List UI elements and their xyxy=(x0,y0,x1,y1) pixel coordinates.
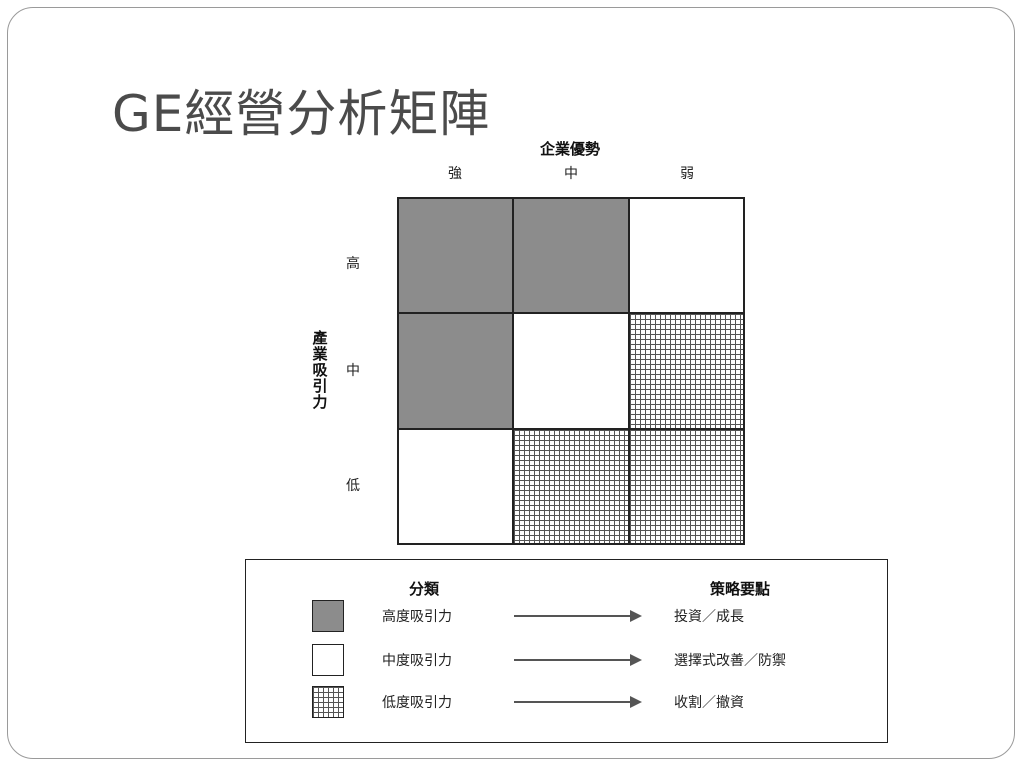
legend-swatch-high xyxy=(312,600,344,632)
y-label-medium: 中 xyxy=(346,363,360,379)
matrix-cell-high xyxy=(398,198,514,314)
matrix-cell-mid xyxy=(513,313,629,429)
y-label-high: 高 xyxy=(346,256,360,272)
arrow-right-icon xyxy=(514,610,642,622)
matrix-cell-low xyxy=(628,428,744,544)
y-label-low: 低 xyxy=(346,478,360,494)
y-title-char: 引 xyxy=(312,377,328,395)
y-axis-title: 產 業 吸 引 力 xyxy=(310,330,330,410)
x-label-weak: 弱 xyxy=(680,166,694,182)
legend-strategy: 選擇式改善／防禦 xyxy=(674,653,786,669)
legend-box: 分類 策略要點 高度吸引力 投資／成長 中度吸引力 選擇式改善／防禦 低度吸引力… xyxy=(245,559,888,743)
matrix-cell-mid xyxy=(628,198,744,314)
legend-strategy: 投資／成長 xyxy=(674,609,744,625)
matrix-cell-high xyxy=(513,198,629,314)
ge-matrix-grid xyxy=(397,197,745,545)
slide-title: GE經營分析矩陣 xyxy=(112,85,491,143)
legend-strategy-header: 策略要點 xyxy=(710,580,771,598)
legend-row: 高度吸引力 投資／成長 xyxy=(246,600,887,636)
y-title-char: 力 xyxy=(312,393,328,411)
legend-swatch-mid xyxy=(312,644,344,676)
legend-label: 中度吸引力 xyxy=(382,653,452,669)
x-label-medium: 中 xyxy=(564,166,578,182)
legend-row: 中度吸引力 選擇式改善／防禦 xyxy=(246,644,887,680)
arrow-right-icon xyxy=(514,696,642,708)
x-axis-title: 企業優勢 xyxy=(539,140,600,158)
legend-row: 低度吸引力 收割／撤資 xyxy=(246,686,887,722)
y-title-char: 業 xyxy=(312,345,328,363)
arrow-right-icon xyxy=(514,654,642,666)
legend-label: 高度吸引力 xyxy=(382,609,452,625)
matrix-cell-high xyxy=(398,313,514,429)
legend-category-header: 分類 xyxy=(409,580,440,598)
legend-swatch-low xyxy=(312,686,344,718)
matrix-cell-low xyxy=(628,313,744,429)
y-title-char: 吸 xyxy=(312,361,328,379)
matrix-cell-mid xyxy=(398,428,514,544)
matrix-cell-low xyxy=(513,428,629,544)
legend-label: 低度吸引力 xyxy=(382,695,452,711)
x-label-strong: 強 xyxy=(448,166,462,182)
legend-strategy: 收割／撤資 xyxy=(674,695,744,711)
y-title-char: 產 xyxy=(312,329,328,347)
